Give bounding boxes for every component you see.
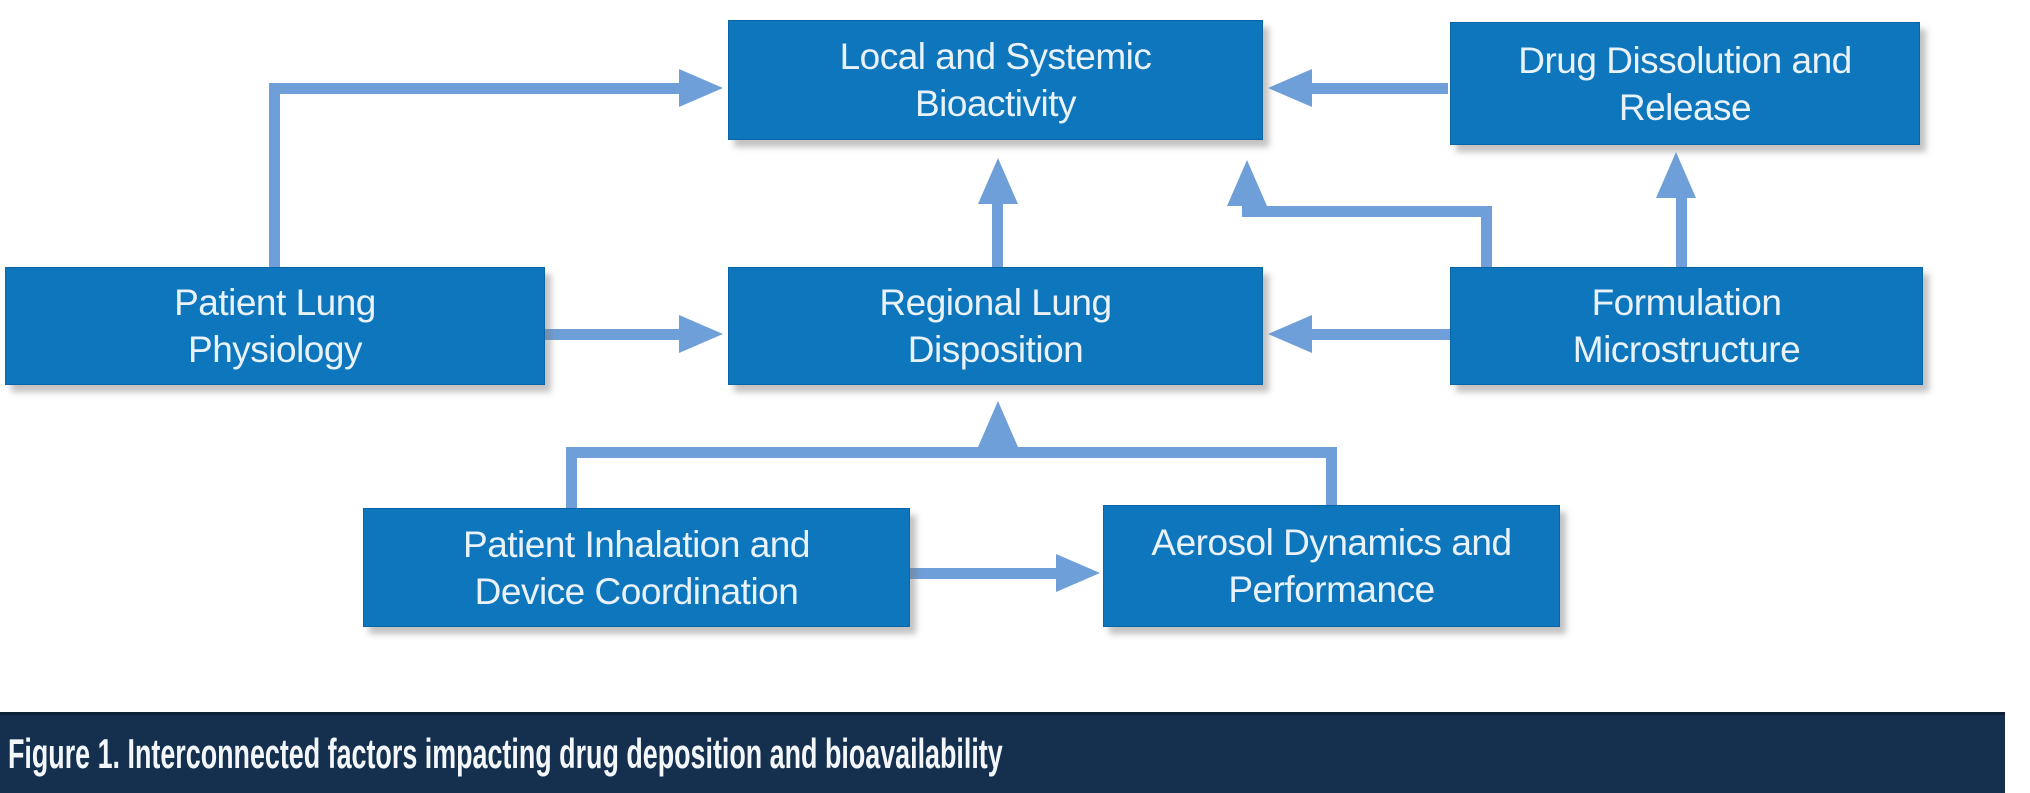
arrow-bottom-merge-horizontal-segment: [566, 447, 1337, 458]
node-aerosol-line2: Performance: [1228, 569, 1435, 610]
arrow-formulation-to-drug-shaft: [1676, 196, 1687, 268]
arrow-formulation-to-drug-head-icon: [1656, 152, 1696, 198]
arrow-inhalation-to-regional-vertical-segment: [566, 447, 577, 508]
arrow-inhalation-to-aerosol-shaft: [910, 568, 1056, 579]
node-local-systemic-bioactivity: Local and Systemic Bioactivity: [728, 20, 1263, 140]
arrow-formulation-to-regional-head-icon: [1268, 315, 1312, 353]
arrow-formulation-to-local-head-icon: [1227, 160, 1267, 206]
arrow-bottom-merge-to-regional-head-icon: [978, 401, 1018, 447]
node-patient-lung-physiology: Patient Lung Physiology: [5, 267, 545, 385]
arrow-formulation-to-local-vertical-segment: [1481, 206, 1492, 268]
node-inhalation-line2: Device Coordination: [474, 570, 799, 612]
figure-caption-text: Figure 1. Interconnected factors impacti…: [8, 730, 1003, 777]
node-formulation-microstructure: Formulation Microstructure: [1450, 267, 1923, 385]
arrow-regional-to-local-head-icon: [978, 158, 1018, 204]
arrow-patient-lung-to-regional-shaft: [545, 329, 679, 340]
arrow-patient-lung-to-local-head-icon: [679, 69, 723, 107]
arrow-formulation-to-regional-shaft: [1312, 329, 1450, 340]
node-drug-dissolution-release: Drug Dissolution and Release: [1450, 22, 1920, 145]
node-inhalation-line1: Patient Inhalation and: [463, 523, 810, 565]
arrow-drug-to-local-head-icon: [1268, 69, 1312, 107]
node-patient-lung-line2: Physiology: [188, 329, 362, 370]
node-regional-lung-disposition: Regional Lung Disposition: [728, 267, 1263, 385]
node-regional-line1: Regional Lung: [879, 282, 1112, 323]
arrow-formulation-to-local-horizontal-segment: [1242, 206, 1492, 217]
node-formulation-line1: Formulation: [1591, 282, 1782, 323]
arrow-patient-lung-to-local-vertical-segment: [269, 83, 280, 267]
node-patient-lung-line1: Patient Lung: [174, 282, 376, 323]
arrow-aerosol-to-regional-vertical-segment: [1326, 447, 1337, 505]
arrow-drug-to-local-shaft: [1312, 83, 1448, 94]
arrow-patient-lung-to-local-horizontal-segment: [269, 83, 679, 94]
arrow-inhalation-to-aerosol-head-icon: [1056, 554, 1100, 592]
node-drug-line2: Release: [1618, 86, 1752, 128]
node-patient-inhalation-device-coordination: Patient Inhalation and Device Coordinati…: [363, 508, 910, 627]
figure-caption-bar: Figure 1. Interconnected factors impacti…: [0, 712, 2005, 793]
node-regional-line2: Disposition: [907, 329, 1084, 370]
node-aerosol-dynamics-performance: Aerosol Dynamics and Performance: [1103, 505, 1560, 627]
node-local-line1: Local and Systemic: [839, 36, 1152, 77]
arrow-regional-to-local-shaft: [992, 200, 1003, 267]
arrow-patient-lung-to-regional-head-icon: [679, 315, 723, 353]
node-aerosol-line1: Aerosol Dynamics and: [1151, 522, 1512, 563]
node-drug-line1: Drug Dissolution and: [1518, 39, 1852, 81]
node-formulation-line2: Microstructure: [1572, 329, 1801, 370]
node-local-line2: Bioactivity: [914, 83, 1077, 124]
